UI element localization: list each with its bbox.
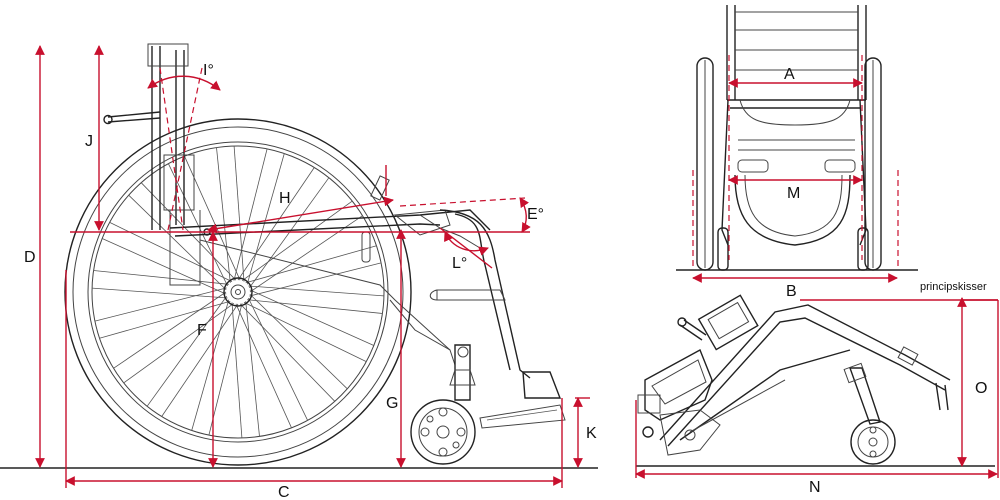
label-M: M bbox=[787, 185, 800, 202]
label-O: O bbox=[975, 380, 987, 397]
label-B: B bbox=[786, 283, 797, 300]
spoke bbox=[161, 303, 239, 417]
side-dimensions bbox=[35, 45, 590, 488]
spoke bbox=[102, 238, 227, 295]
label-A: A bbox=[784, 66, 795, 83]
spoke bbox=[245, 245, 377, 284]
rear-wheel bbox=[64, 118, 412, 466]
spoke bbox=[248, 285, 384, 297]
spoke bbox=[245, 301, 260, 437]
spoke bbox=[93, 270, 229, 285]
spoke bbox=[248, 297, 308, 421]
spoke bbox=[247, 299, 383, 314]
front-view: A M B bbox=[676, 5, 918, 300]
spoke bbox=[92, 287, 228, 299]
spoke bbox=[249, 262, 382, 297]
spoke bbox=[94, 287, 227, 322]
label-C: C bbox=[278, 484, 290, 500]
label-J: J bbox=[85, 133, 93, 150]
label-K: K bbox=[586, 425, 597, 442]
backrest bbox=[103, 43, 201, 286]
spoke bbox=[241, 200, 353, 282]
label-F: F bbox=[197, 322, 207, 339]
spoke bbox=[249, 293, 348, 390]
caster-wheel bbox=[410, 344, 476, 465]
front-frame bbox=[429, 209, 566, 429]
side-view: I° J H E° L° D F G K C bbox=[0, 43, 598, 500]
label-E: E° bbox=[527, 206, 544, 223]
spoke bbox=[123, 302, 235, 384]
label-L: L° bbox=[452, 255, 467, 272]
spoke bbox=[243, 302, 367, 362]
label-G: G bbox=[386, 395, 398, 412]
spoke bbox=[235, 303, 292, 428]
label-H: H bbox=[279, 190, 291, 207]
folded-view: N O bbox=[635, 294, 999, 496]
label-I: I° bbox=[203, 62, 214, 79]
caption: principskisser bbox=[920, 281, 987, 293]
label-N: N bbox=[809, 479, 821, 496]
spoke bbox=[231, 302, 243, 438]
spoke bbox=[239, 303, 336, 402]
spoke bbox=[249, 289, 374, 346]
label-D: D bbox=[24, 249, 36, 266]
wheel-spokes bbox=[92, 146, 384, 438]
spoke bbox=[146, 295, 228, 407]
spoke bbox=[113, 291, 227, 369]
